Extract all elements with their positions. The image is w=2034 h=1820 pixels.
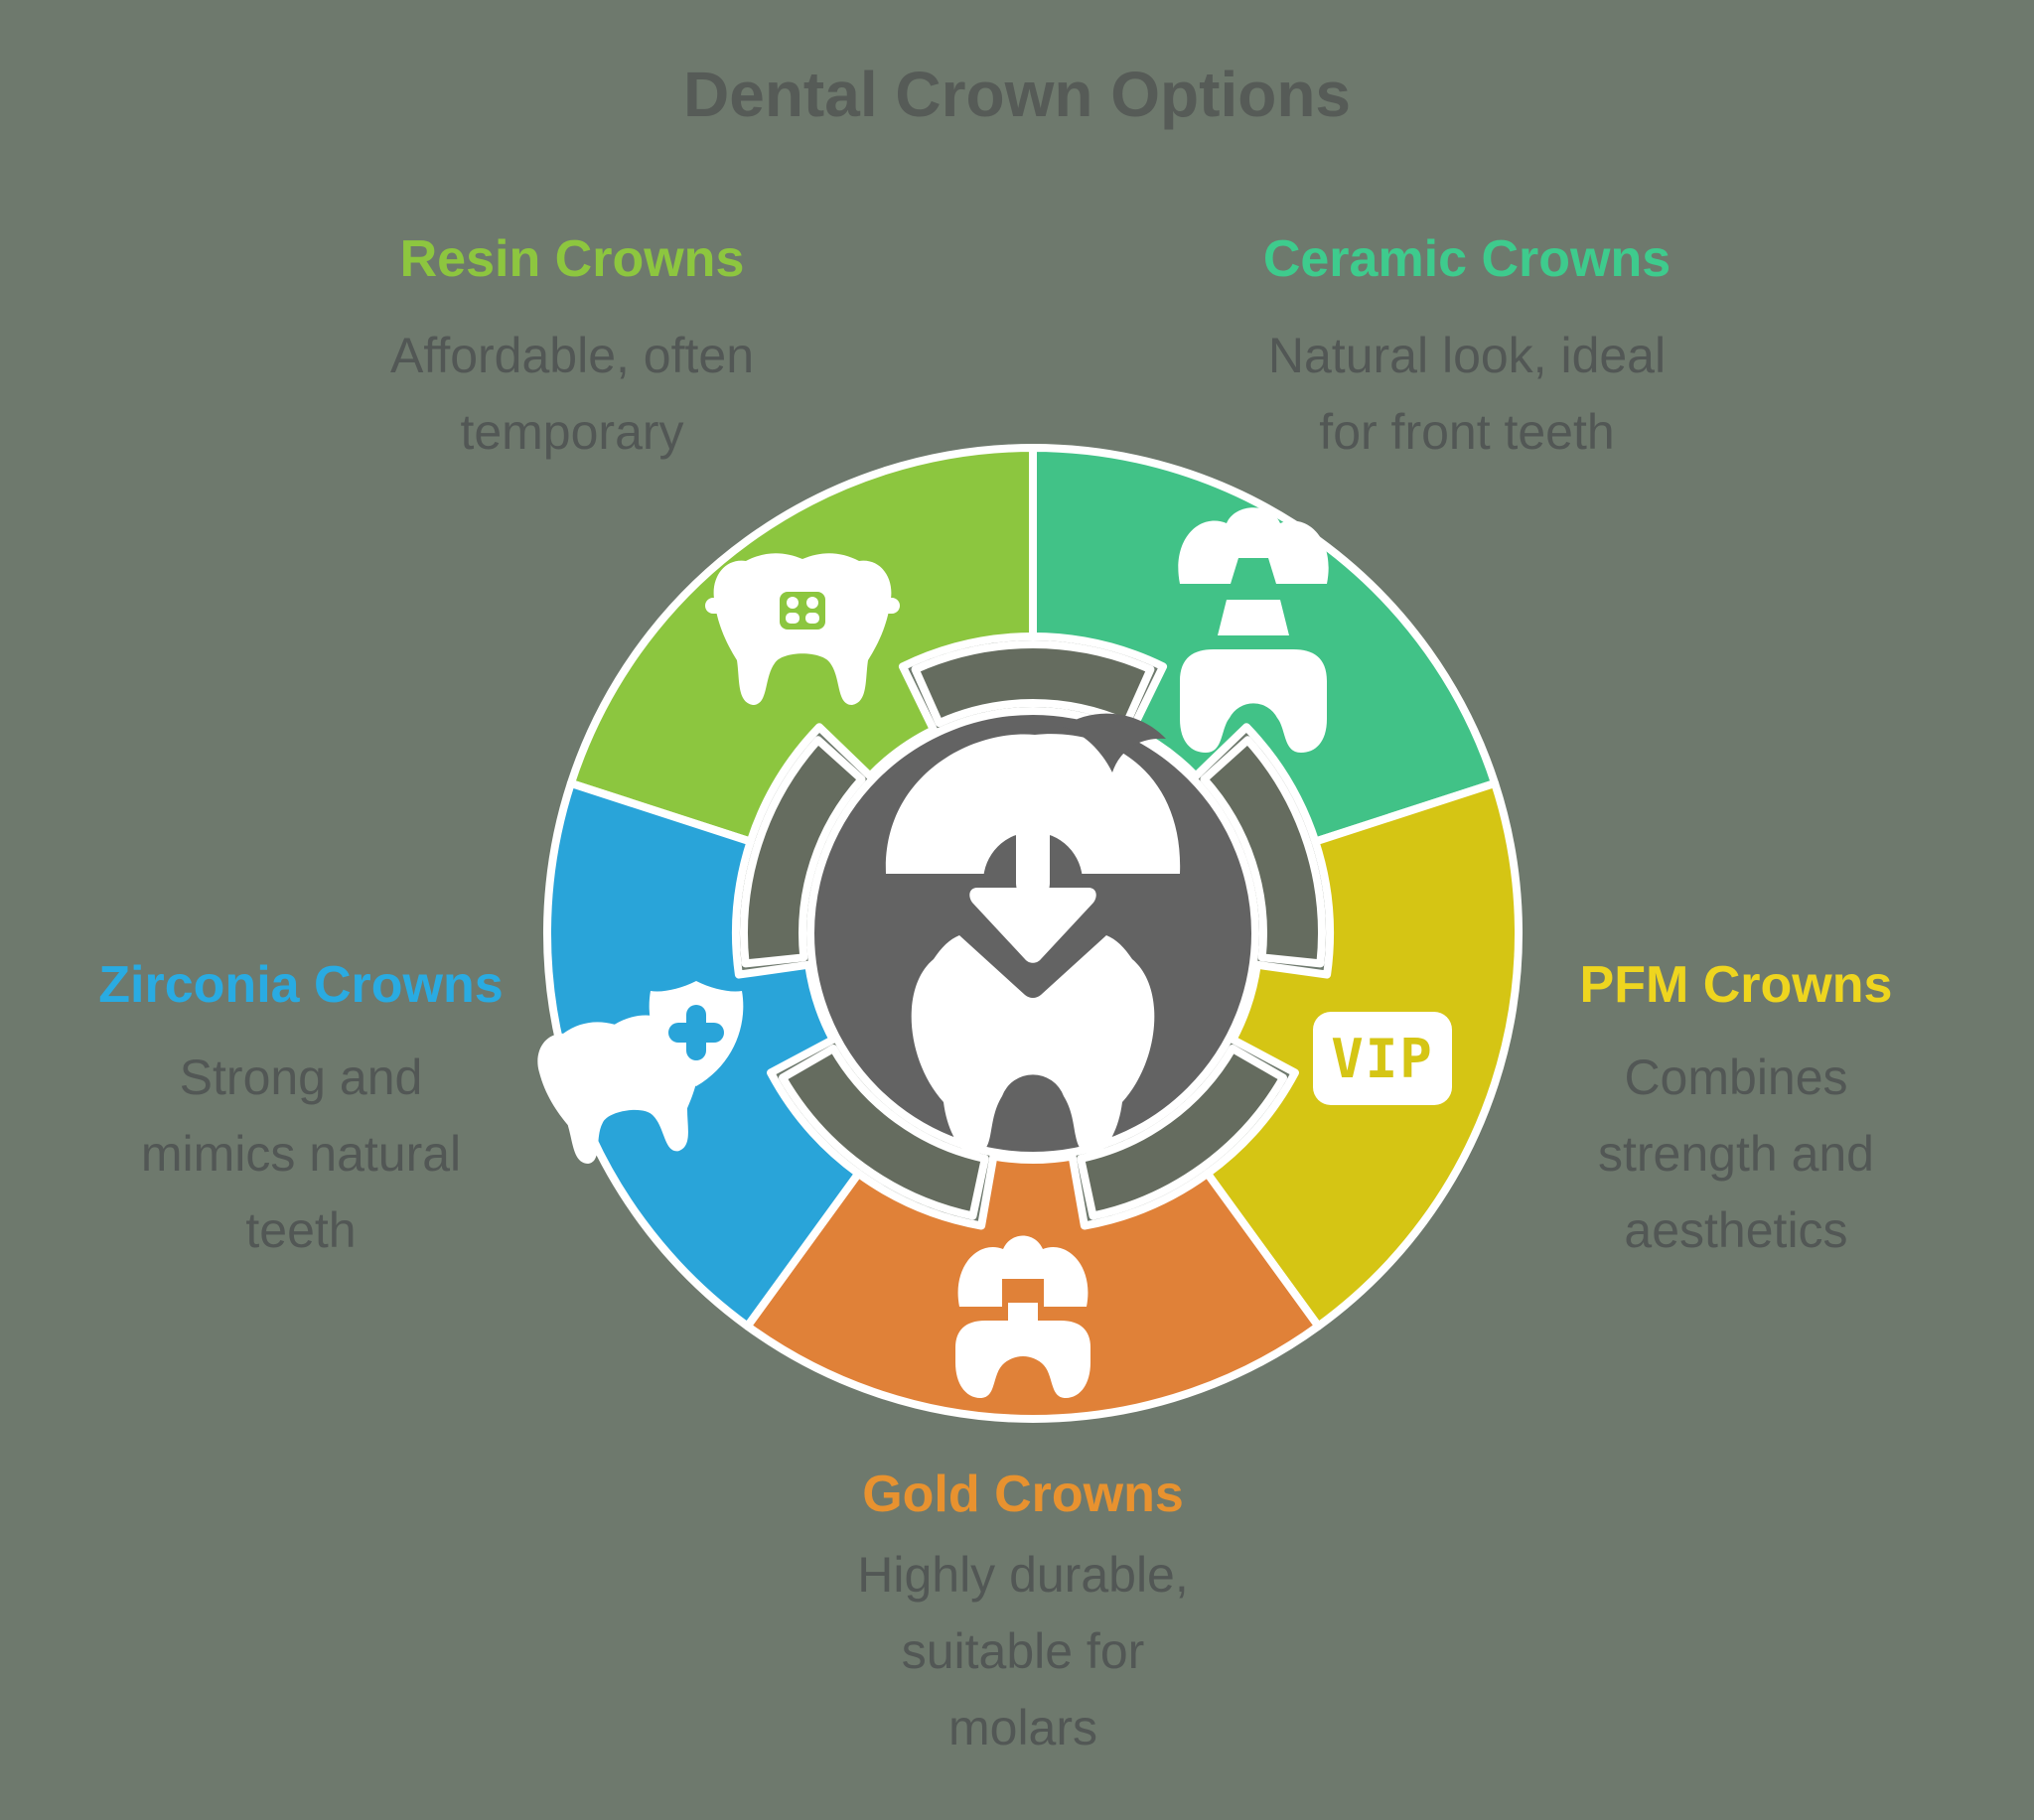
label-zirconia-desc-line: mimics natural xyxy=(140,1126,462,1182)
inner-wedge xyxy=(1200,736,1326,968)
inner-wedge xyxy=(911,640,1155,728)
label-ceramic-title: Ceramic Crowns xyxy=(1262,230,1671,288)
vip-badge-plate xyxy=(1313,1012,1452,1105)
inner-wedge xyxy=(740,736,866,968)
braces-tooth-icon xyxy=(705,553,900,705)
label-zirconia-desc: Strong and mimics natural teeth xyxy=(141,1040,461,1269)
vip-badge-text: VIP xyxy=(1331,1028,1434,1090)
crown-cap-shape xyxy=(1178,507,1329,584)
page-title: Dental Crown Options xyxy=(683,59,1351,130)
arrow-head xyxy=(969,888,1096,963)
label-gold-title: Gold Crowns xyxy=(862,1466,1184,1523)
bracket-panel xyxy=(780,592,825,630)
label-resin-desc-line: temporary xyxy=(460,404,684,460)
label-gold-desc-line: molars xyxy=(947,1700,1098,1755)
inner-wedge xyxy=(779,1045,989,1220)
stacked-crown-icon xyxy=(1178,507,1329,753)
inner-wedge xyxy=(1077,1045,1287,1220)
tooth-shield-plus-icon xyxy=(537,981,744,1165)
label-pfm-title: PFM Crowns xyxy=(1579,956,1893,1014)
bracket-dot xyxy=(806,597,818,609)
molar-cap-shape xyxy=(957,1235,1089,1307)
label-pfm-desc-line: strength and xyxy=(1598,1126,1874,1182)
crown-on-tooth-icon xyxy=(955,1235,1090,1398)
label-gold-desc-line: suitable for xyxy=(901,1623,1145,1679)
abutment-shape xyxy=(1218,600,1289,635)
crown-cap-notch xyxy=(1231,558,1276,584)
label-resin-desc-line: Affordable, often xyxy=(389,328,755,383)
label-ceramic-desc: Natural look, ideal for front teeth xyxy=(1268,318,1666,471)
label-zirconia-title: Zirconia Crowns xyxy=(98,956,504,1014)
label-pfm-desc: Combines strength and aesthetics xyxy=(1598,1040,1874,1269)
tooth-shape xyxy=(537,1015,701,1165)
plus-shape xyxy=(686,1005,706,1060)
bracket-dot xyxy=(787,597,799,609)
crown-cap-shape xyxy=(885,734,1181,874)
bracket-dot xyxy=(786,613,799,624)
label-gold-desc: Highly durable, suitable for molars xyxy=(857,1537,1189,1766)
bracket-dot xyxy=(805,613,819,624)
crown-base-shape xyxy=(955,1303,1090,1398)
arrow-shaft xyxy=(1016,812,1050,900)
label-ceramic-desc-line: for front teeth xyxy=(1319,404,1615,460)
label-gold-desc-line: Highly durable, xyxy=(857,1547,1189,1603)
label-zirconia-desc-line: teeth xyxy=(245,1202,357,1258)
label-resin-title: Resin Crowns xyxy=(399,230,745,288)
root-shape xyxy=(1180,649,1327,753)
crown-placement-icon xyxy=(885,713,1181,1155)
label-resin-desc: Affordable, often temporary xyxy=(390,318,754,471)
label-pfm-desc-line: Combines xyxy=(1624,1050,1848,1105)
label-pfm-desc-line: aesthetics xyxy=(1624,1202,1848,1258)
crown-cap-wave xyxy=(1063,713,1166,772)
label-ceramic-desc-line: Natural look, ideal xyxy=(1267,328,1667,383)
molar-cap-notch xyxy=(1002,1279,1044,1307)
label-zirconia-desc-line: Strong and xyxy=(179,1050,423,1105)
vip-badge-icon: VIP xyxy=(1313,1012,1452,1105)
tooth-shape xyxy=(911,935,1155,1155)
